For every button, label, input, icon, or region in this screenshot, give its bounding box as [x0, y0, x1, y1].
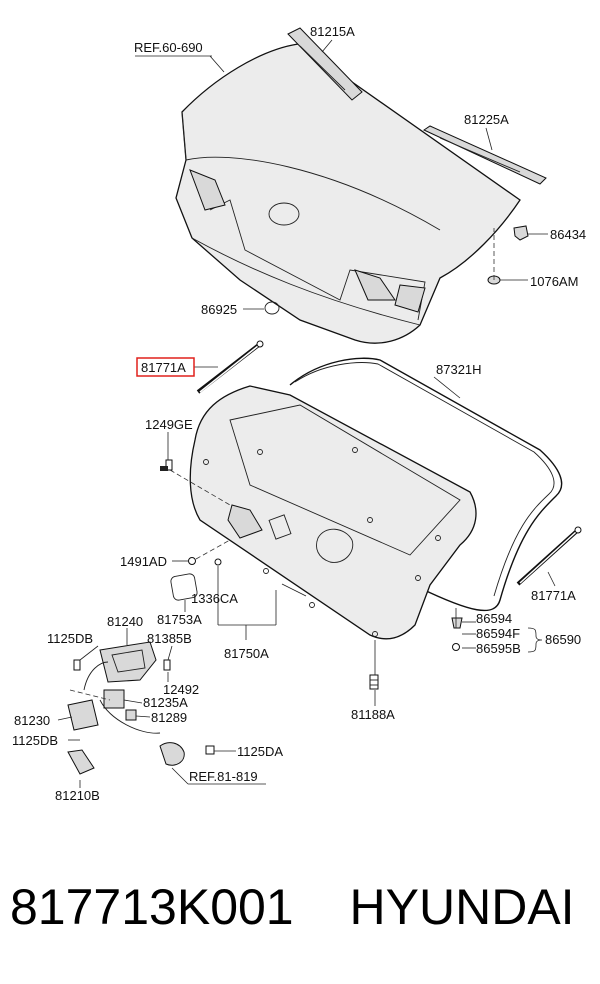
emblem-86925: [264, 301, 280, 315]
label-81750A: 81750A: [224, 646, 269, 661]
footer-brand: HYUNDAI: [349, 879, 575, 935]
label-1076AM: 1076AM: [530, 274, 578, 289]
grommet-1336CA: [214, 558, 222, 566]
cover-81753A: [170, 573, 198, 601]
fastener-86595B: [452, 643, 460, 651]
highlight-box: [136, 357, 195, 377]
bumper-81188A: [369, 674, 379, 690]
label-81753A: 81753A: [157, 612, 202, 627]
label-12492: 12492: [163, 682, 199, 697]
part-labels: REF.60-690 81215A 81225A 86434 1076AM 86…: [12, 24, 586, 803]
label-1491AD: 1491AD: [120, 554, 167, 569]
label-1125DB-top: 1125DB: [47, 631, 93, 646]
weatherstrip-87321H: [289, 357, 563, 612]
label-86595B: 86595B: [476, 641, 521, 656]
label-81289: 81289: [151, 710, 187, 725]
trunk-lid: [175, 43, 521, 344]
footer-part-number: 817713K001: [10, 879, 294, 935]
label-81240: 81240: [107, 614, 143, 629]
label-1249GE: 1249GE: [145, 417, 193, 432]
label-81230: 81230: [14, 713, 50, 728]
lock-assembly: [67, 641, 215, 775]
label-86434: 86434: [550, 227, 586, 242]
label-81235A: 81235A: [143, 695, 188, 710]
label-1125DB-bottom: 1125DB: [12, 733, 58, 748]
label-ref-81-819: REF.81-819: [189, 769, 258, 784]
label-81771A-right: 81771A: [531, 588, 576, 603]
bolt-1249GE: [160, 459, 173, 471]
label-ref-60-690: REF.60-690: [134, 40, 203, 55]
label-86590: 86590: [545, 632, 581, 647]
leader-lines: [57, 39, 556, 788]
fastener-86594: [451, 617, 463, 629]
footer-caption: 817713K001 HYUNDAI: [10, 872, 595, 942]
clip-1491AD: [188, 557, 196, 565]
gas-strut-right: [516, 526, 582, 586]
gas-strut-top: [196, 340, 264, 394]
hinge-81225A: [422, 125, 547, 185]
bumper-86434: [513, 225, 529, 241]
label-81385B: 81385B: [147, 631, 192, 646]
label-81210B: 81210B: [55, 788, 100, 803]
label-81771A-highlight: 81771A: [141, 360, 186, 375]
trunk-inner-panel: [189, 385, 477, 640]
hinge-81215A: [287, 27, 363, 101]
label-81215A: 81215A: [310, 24, 355, 39]
label-81225A: 81225A: [464, 112, 509, 127]
label-86594F: 86594F: [476, 626, 520, 641]
label-87321H: 87321H: [436, 362, 482, 377]
label-86594: 86594: [476, 611, 512, 626]
label-1125DA: 1125DA: [237, 744, 283, 759]
label-81188A: 81188A: [351, 707, 395, 722]
label-86925: 86925: [201, 302, 237, 317]
label-1336CA: 1336CA: [191, 591, 238, 606]
